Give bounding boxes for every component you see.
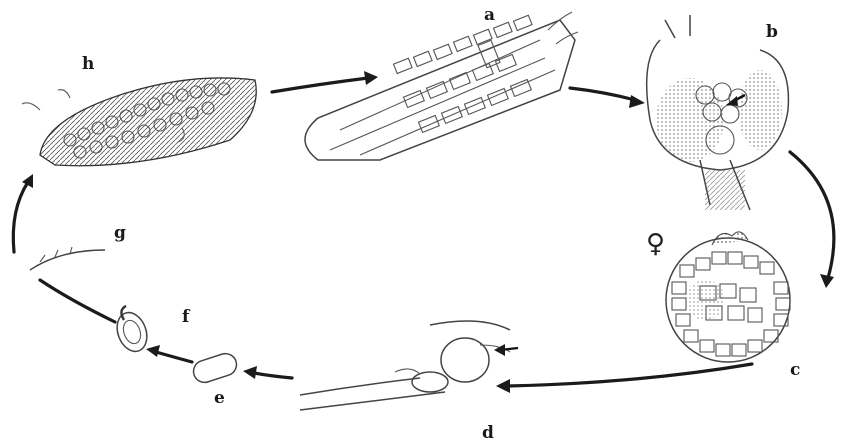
- label-c: c: [790, 360, 800, 380]
- arrow-d-to-e: [254, 373, 292, 378]
- label-e: e: [214, 388, 225, 408]
- stage-a-illustration: [305, 12, 578, 160]
- arrow-f-to-g: [40, 280, 115, 322]
- female-symbol: ♀: [646, 229, 665, 259]
- arrow-a-to-b: [570, 88, 635, 100]
- stage-e-illustration: [191, 351, 240, 386]
- label-h: h: [82, 54, 94, 74]
- stage-h-illustration: [22, 78, 256, 166]
- label-d: d: [482, 423, 494, 441]
- arrow-c-to-d: [508, 364, 752, 386]
- stage-c-illustration: [666, 232, 790, 362]
- arrow-h-to-a: [272, 78, 368, 92]
- stage-d-illustration: [300, 321, 518, 410]
- stage-g-illustration: [30, 247, 105, 270]
- label-f: f: [182, 307, 191, 327]
- label-b: b: [766, 22, 778, 42]
- label-g: g: [114, 223, 126, 243]
- arrow-e-to-f: [156, 352, 192, 362]
- arrow-g-to-h: [13, 182, 28, 252]
- stage-f-illustration: [112, 306, 152, 356]
- label-a: a: [484, 5, 495, 25]
- arrow-b-to-c: [790, 152, 834, 278]
- stage-b-illustration: [647, 15, 789, 210]
